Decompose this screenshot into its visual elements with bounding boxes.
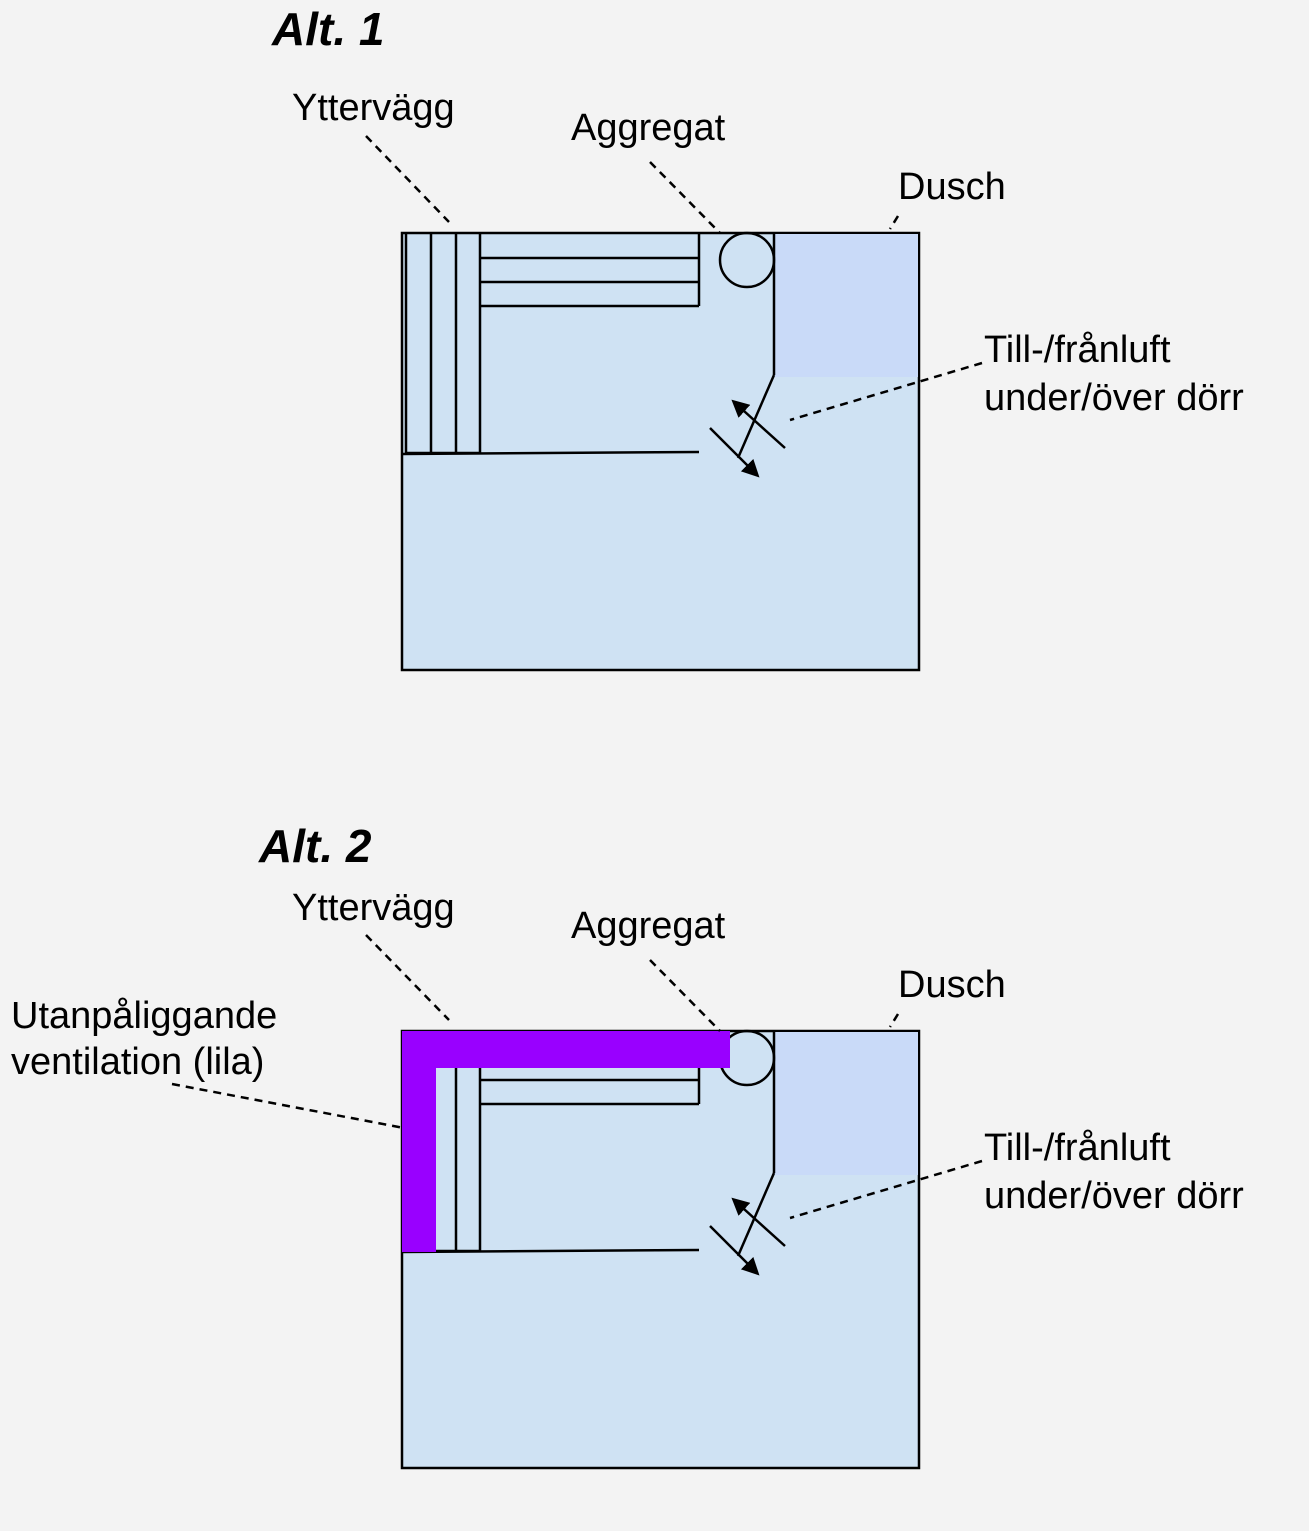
alt2-leader-external-vent: [171, 1082, 405, 1130]
alt1-label-unit: Aggregat: [571, 107, 726, 149]
alt1-leader-outer-wall: [365, 135, 450, 223]
alt2-label-outer-wall: Yttervägg: [292, 887, 455, 929]
alt1-airflow-arrow-in: [731, 399, 786, 449]
alt2-label-air-line1: Till-/frånluft: [984, 1127, 1171, 1169]
alt2-door: [736, 1172, 776, 1257]
alt2-leader-air: [789, 1159, 983, 1220]
alt1-leader-air: [789, 361, 983, 422]
alt2-label-shower: Dusch: [898, 964, 1006, 1006]
alt2-airflow-arrow-in: [731, 1197, 786, 1247]
alt2-label-external-vent-line2: ventilation (lila): [11, 1041, 264, 1083]
alt2-diagram: Alt. 2 Yttervägg Aggr: [11, 820, 1244, 1470]
alt1-airflow-arrow-out: [709, 427, 760, 478]
alt1-label-air-line2: under/över dörr: [984, 377, 1244, 419]
alt2-label-air-line2: under/över dörr: [984, 1175, 1244, 1217]
alt2-leader-shower: [888, 1013, 900, 1028]
alt2-label-external-vent-line1: Utanpåliggande: [11, 995, 277, 1037]
alt1-label-shower: Dusch: [898, 166, 1006, 208]
alt2-title: Alt. 2: [258, 820, 372, 872]
alt2-label-unit: Aggregat: [571, 905, 726, 947]
alt2-leader-outer-wall: [365, 934, 450, 1021]
alt1-leader-unit: [649, 161, 721, 234]
alt2-leader-unit: [649, 959, 721, 1032]
alt1-diagram: Alt. 1 Ytterväg: [271, 3, 1244, 672]
alt1-label-outer-wall: Yttervägg: [292, 87, 455, 129]
alt1-door: [736, 374, 776, 459]
alt1-leader-shower: [888, 215, 900, 230]
alt2-external-ventilation: [402, 1031, 730, 1252]
alt1-unit-circle: [718, 231, 776, 289]
alt1-ducts: [401, 233, 701, 456]
alt1-shower-area: [774, 234, 918, 377]
alt2-shower-area: [774, 1032, 918, 1175]
alt1-label-air-line1: Till-/frånluft: [984, 329, 1171, 371]
alt1-title: Alt. 1: [271, 3, 384, 55]
alt2-airflow-arrow-out: [709, 1225, 760, 1276]
